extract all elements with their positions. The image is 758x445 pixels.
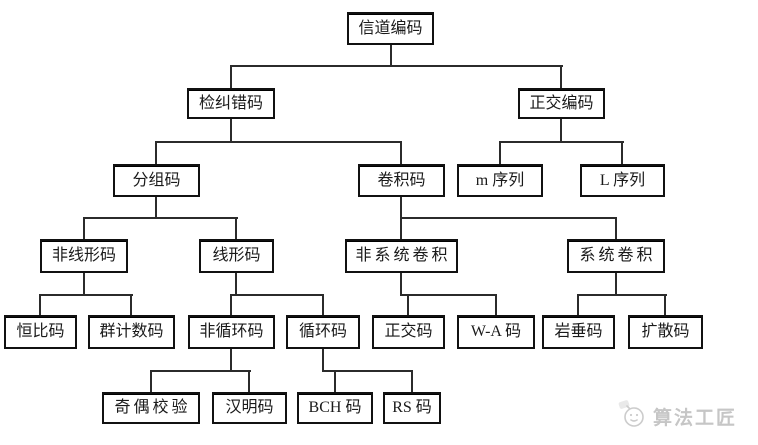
connector-line: [83, 217, 238, 219]
connector-line: [230, 66, 232, 88]
connector-line: [560, 119, 562, 142]
node-nonsystematic-convolution: 非系统卷积: [345, 239, 458, 273]
node-label: 非线形码: [51, 247, 116, 264]
connector-line: [155, 197, 157, 218]
node-label: 非循环码: [199, 323, 264, 340]
node-parity-check: 奇偶校验: [102, 392, 200, 424]
connector-line: [664, 295, 666, 315]
node-linear-code: 线形码: [199, 239, 274, 273]
connector-line: [621, 142, 623, 164]
node-label: 线形码: [212, 247, 261, 264]
node-group-count-code: 群计数码: [88, 315, 175, 349]
connector-line: [39, 294, 133, 296]
connector-line: [499, 142, 501, 164]
connector-line: [390, 45, 392, 66]
node-label: 恒比码: [16, 323, 65, 340]
node-orthogonal-code: 正交码: [372, 315, 445, 349]
node-label: 信道编码: [358, 19, 423, 37]
node-label: 汉明码: [225, 399, 274, 416]
craftsman-logo-icon: [616, 399, 648, 434]
node-label: m 序列: [475, 171, 525, 189]
connector-line: [499, 141, 624, 143]
node-noncyclic-code: 非循环码: [188, 315, 275, 349]
connector-line: [615, 218, 617, 239]
node-label: 分组码: [132, 171, 181, 189]
node-cyclic-code: 循环码: [286, 315, 360, 349]
connector-line: [411, 371, 413, 392]
connector-line: [322, 349, 324, 371]
connector-line: [577, 295, 579, 315]
connector-line: [155, 141, 402, 143]
node-label: W-A 码: [470, 323, 522, 340]
node-label: BCH 码: [308, 399, 362, 416]
connector-line: [334, 371, 336, 392]
connector-line: [230, 65, 563, 67]
connector-line: [83, 218, 85, 239]
node-block-code: 分组码: [113, 164, 200, 197]
node-systematic-convolution: 系统卷积: [567, 239, 665, 273]
node-label: 循环码: [298, 323, 347, 340]
node-label: 群计数码: [99, 323, 164, 340]
node-label: 正交码: [384, 323, 433, 340]
connector-line: [230, 349, 232, 371]
node-label: 系统卷积: [579, 247, 656, 264]
connector-line: [400, 217, 617, 219]
node-hamming-code: 汉明码: [212, 392, 287, 424]
connector-line: [400, 273, 402, 295]
connector-line: [235, 273, 237, 295]
node-channel-coding: 信道编码: [347, 12, 434, 45]
watermark-text: 算法工匠: [653, 408, 738, 429]
node-constant-ratio-code: 恒比码: [4, 315, 77, 349]
node-wa-code: W-A 码: [457, 315, 535, 349]
node-diffusion-code: 扩散码: [628, 315, 703, 349]
connector-line: [248, 371, 250, 392]
connector-line: [235, 218, 237, 239]
node-error-detection-correction: 检纠错码: [187, 88, 275, 119]
watermark: 算法工匠: [616, 399, 737, 434]
connector-line: [560, 66, 562, 88]
node-label: 检纠错码: [198, 94, 263, 112]
node-label: 非系统卷积: [355, 247, 451, 264]
connector-line: [615, 273, 617, 295]
connector-line: [400, 142, 402, 164]
node-label: 卷积码: [377, 171, 426, 189]
node-nonlinear-code: 非线形码: [40, 239, 128, 273]
connector-line: [230, 119, 232, 142]
node-orthogonal-coding: 正交编码: [518, 88, 605, 119]
node-label: 正交编码: [529, 94, 594, 112]
connector-line: [577, 294, 667, 296]
node-iwadare-code: 岩垂码: [542, 315, 615, 349]
node-m-sequence: m 序列: [457, 164, 543, 197]
connector-line: [39, 295, 41, 315]
node-rs-code: RS 码: [383, 392, 441, 424]
connector-line: [407, 295, 409, 315]
connector-line: [495, 295, 497, 315]
node-label: 岩垂码: [554, 323, 603, 340]
connector-line: [155, 142, 157, 164]
connector-line: [130, 295, 132, 315]
node-label: RS 码: [392, 399, 432, 416]
node-l-sequence: L 序列: [580, 164, 665, 197]
connector-line: [150, 370, 251, 372]
node-label: L 序列: [599, 171, 646, 189]
connector-line: [230, 295, 232, 315]
connector-line: [322, 370, 413, 372]
connector-line: [230, 294, 324, 296]
node-label: 奇偶校验: [114, 399, 191, 416]
connector-line: [322, 295, 324, 315]
node-bch-code: BCH 码: [297, 392, 373, 424]
connector-line: [400, 294, 497, 296]
connector-line: [150, 371, 152, 392]
connector-line: [83, 273, 85, 295]
node-convolutional-code: 卷积码: [358, 164, 445, 197]
node-label: 扩散码: [641, 323, 690, 340]
